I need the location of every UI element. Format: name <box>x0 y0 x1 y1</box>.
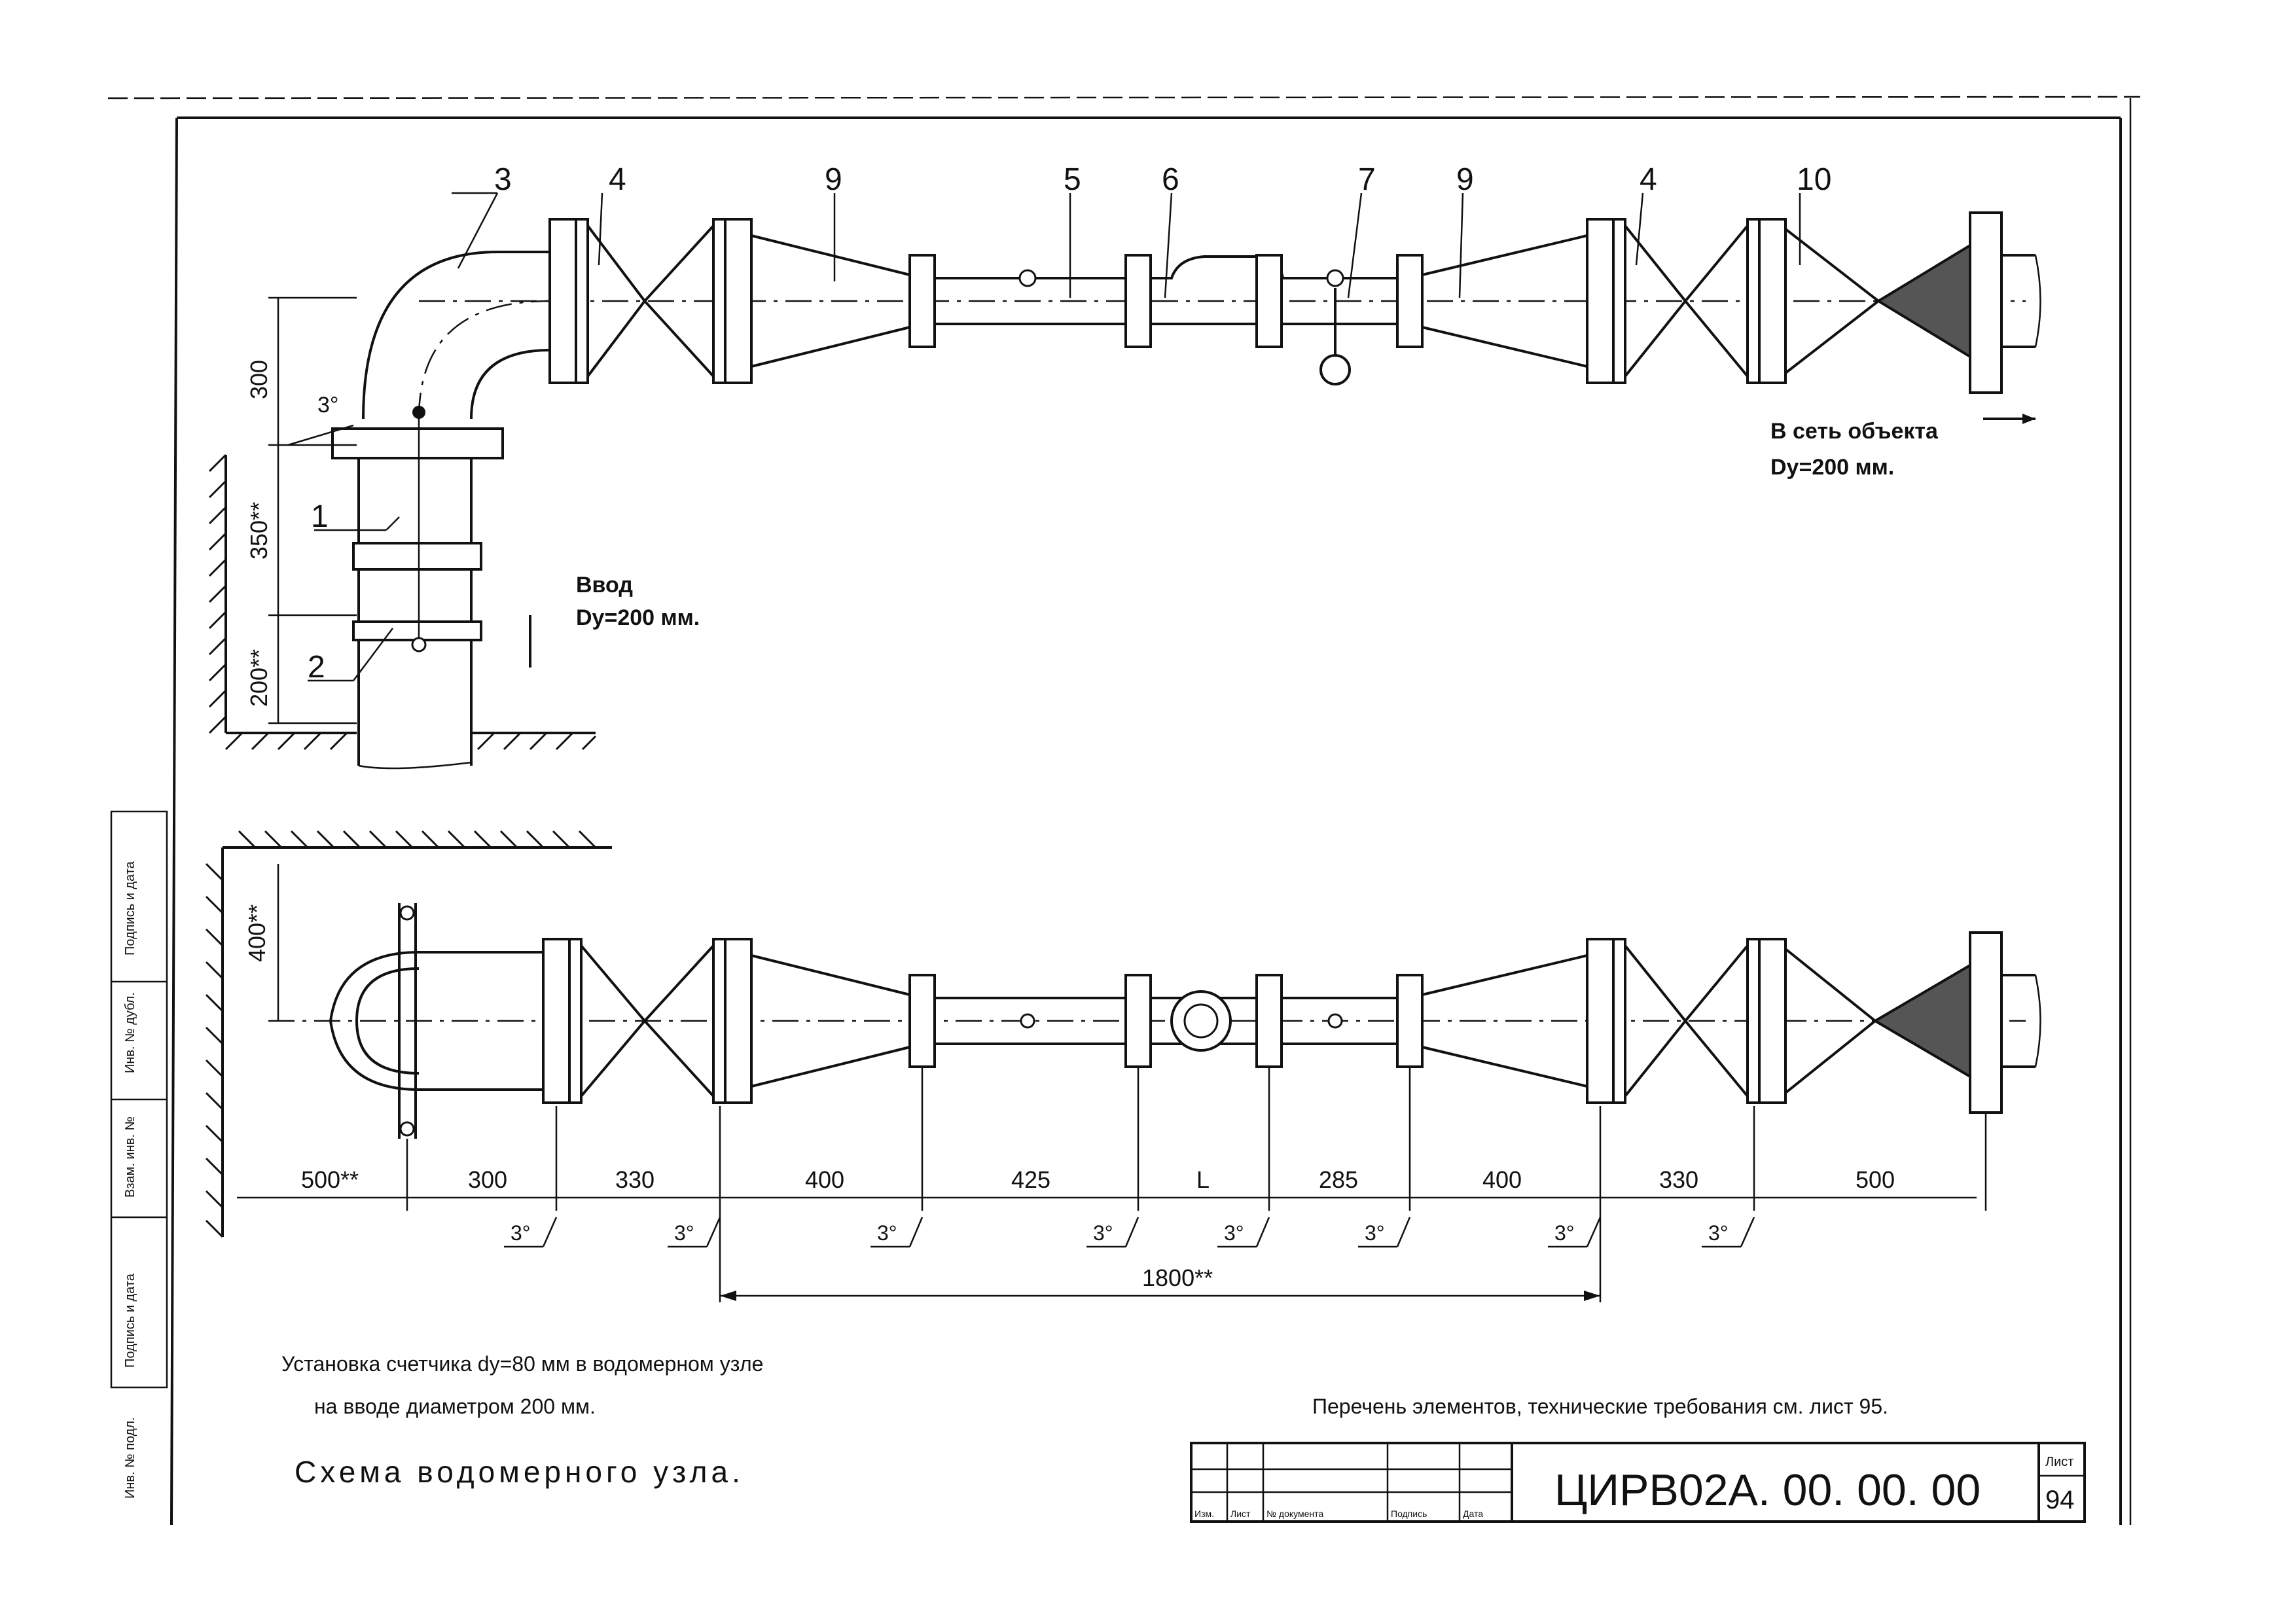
sheet-label: Лист <box>2045 1455 2073 1469</box>
callout-4b: 4 <box>1640 162 1657 197</box>
output-label-1: В сеть объекта <box>1770 419 1939 444</box>
strainer-mesh <box>1876 243 1971 359</box>
angle-3-d: 3° <box>1093 1221 1113 1245</box>
drain-valve-icon <box>1319 354 1351 385</box>
callout-6: 6 <box>1162 162 1179 197</box>
side-stamp: Подпись и дата Инв. № дубл. Взам. инв. №… <box>110 810 168 1499</box>
callout-9a: 9 <box>825 162 842 197</box>
scheme-title: Схема водомерного узла. <box>295 1455 744 1489</box>
side-stamp-field-4: Подпись и дата <box>123 1273 137 1368</box>
angle-label-top: 3° <box>317 393 339 418</box>
stamp-col-2: Лист <box>1230 1508 1251 1519</box>
stamp-col-3: № документа <box>1266 1508 1323 1519</box>
dim-overall: 1800** <box>1142 1264 1213 1291</box>
note-install-2: на вводе диаметром 200 мм. <box>314 1395 596 1418</box>
side-stamp-field-2: Инв. № дубл. <box>123 992 137 1073</box>
vertical-dimensions: 300 350** 200** 3° <box>245 296 357 724</box>
dim-bottom-2: 300 <box>468 1166 507 1193</box>
collar-1 <box>331 427 504 459</box>
doc-code: ЦИРВ02А. 00. 00. 00 <box>1554 1465 1981 1515</box>
dim-bottom-7: 285 <box>1319 1166 1358 1193</box>
angle-3-c: 3° <box>877 1221 897 1245</box>
top-callouts: 3 4 9 5 6 7 9 4 10 1 2 <box>308 162 1831 685</box>
note-reference: Перечень элементов, технические требован… <box>1312 1395 1888 1418</box>
wall-hatch-top <box>208 454 597 751</box>
top-assembly <box>208 211 2041 770</box>
callout-3: 3 <box>494 162 512 197</box>
callout-7: 7 <box>1358 162 1376 197</box>
dim-bottom-5: 425 <box>1011 1166 1050 1193</box>
callout-1: 1 <box>311 499 329 534</box>
angle-3-a: 3° <box>511 1221 531 1245</box>
stamp-col-5: Дата <box>1463 1508 1483 1519</box>
dim-350-vertical: 350** <box>245 502 272 560</box>
dim-400-vertical: 400** <box>243 904 270 962</box>
dim-bottom-3: 330 <box>615 1166 655 1193</box>
bottom-dimensions: 500** 300 330 400 425 L 285 400 330 500 … <box>237 1067 1987 1302</box>
dim-bottom-10: 500 <box>1856 1166 1895 1193</box>
side-stamp-field-1: Подпись и дата <box>123 861 137 955</box>
side-stamp-field-3: Взам. инв. № <box>123 1116 137 1198</box>
angle-3-f: 3° <box>1365 1221 1385 1245</box>
side-stamp-field-5: Инв. № подл. <box>123 1417 137 1499</box>
output-label-2: Dy=200 мм. <box>1770 455 1894 480</box>
angle-3-g: 3° <box>1554 1221 1575 1245</box>
callout-10: 10 <box>1797 162 1831 197</box>
title-block: Изм. Лист № документа Подпись Дата ЦИРВ0… <box>1190 1442 2086 1523</box>
dim-bottom-8: 400 <box>1482 1166 1522 1193</box>
dim-bottom-9: 330 <box>1659 1166 1698 1193</box>
input-label-1: Ввод <box>576 573 633 597</box>
callout-2: 2 <box>308 650 325 685</box>
dim-300-vertical: 300 <box>245 360 272 399</box>
dim-bottom-6: L <box>1196 1166 1210 1193</box>
wall-hatch-bottom <box>205 830 612 1238</box>
callout-9b: 9 <box>1456 162 1474 197</box>
dim-200-vertical: 200** <box>245 649 272 707</box>
stamp-col-1: Изм. <box>1194 1508 1214 1519</box>
angle-3-h: 3° <box>1708 1221 1729 1245</box>
dim-bottom-1: 500** <box>301 1166 359 1193</box>
dim-bottom-4: 400 <box>805 1166 844 1193</box>
sheet-frame <box>107 96 2141 1525</box>
input-label-2: Dy=200 мм. <box>576 605 700 630</box>
sheet-number: 94 <box>2045 1486 2075 1514</box>
callout-4a: 4 <box>609 162 626 197</box>
callout-5: 5 <box>1064 162 1081 197</box>
angle-3-b: 3° <box>674 1221 694 1245</box>
angle-3-e: 3° <box>1224 1221 1244 1245</box>
stamp-col-4: Подпись <box>1391 1508 1427 1519</box>
note-install-1: Установка счетчика dy=80 мм в водомерном… <box>281 1352 763 1376</box>
